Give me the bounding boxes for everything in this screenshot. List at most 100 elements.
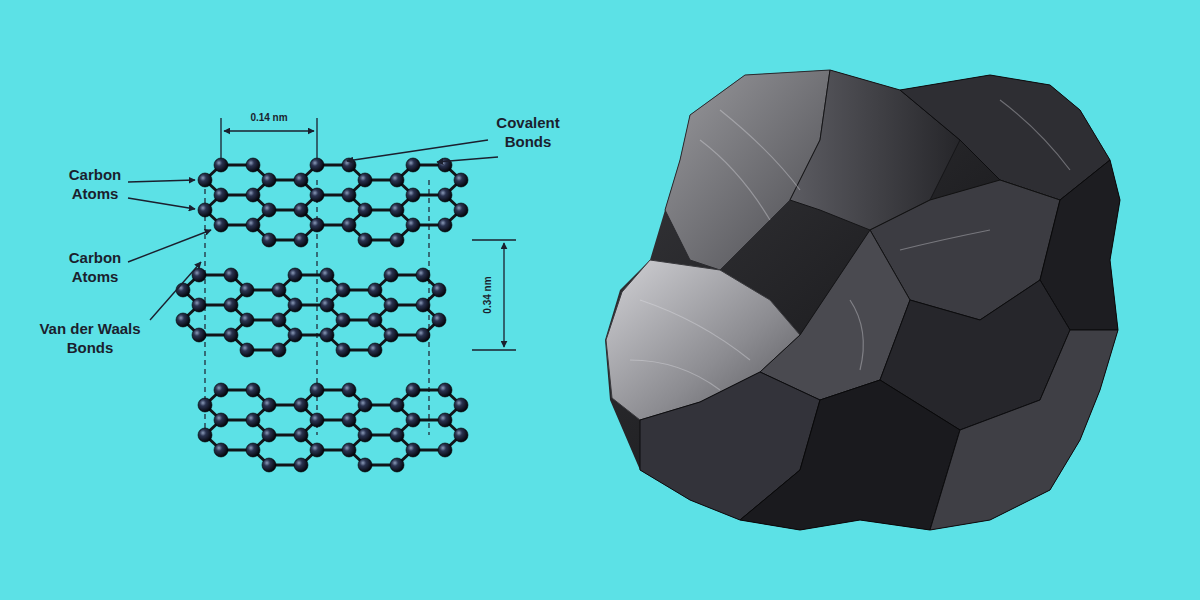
carbon-atom [246, 383, 260, 397]
carbon-atom [406, 158, 420, 172]
part-label: Covalent Bonds [478, 114, 578, 152]
carbon-atom [320, 298, 334, 312]
highlight-line [720, 110, 800, 190]
carbon-atom [390, 398, 404, 412]
carbon-atom [310, 413, 324, 427]
carbon-atom [294, 458, 308, 472]
carbon-atom [310, 158, 324, 172]
carbon-atom [294, 398, 308, 412]
carbon-atom [368, 283, 382, 297]
leader-arrow [128, 198, 195, 209]
carbon-atom [416, 268, 430, 282]
carbon-atom [438, 218, 452, 232]
carbon-atom [246, 413, 260, 427]
highlight-line [630, 360, 720, 390]
carbon-atom [336, 343, 350, 357]
carbon-atom [406, 443, 420, 457]
carbon-atom [368, 313, 382, 327]
dimension-tick [220, 118, 221, 158]
dimension-arrow [224, 130, 314, 131]
rock-facet [740, 380, 960, 530]
carbon-atom [320, 328, 334, 342]
carbon-atom [262, 173, 276, 187]
carbon-atom [294, 173, 308, 187]
part-label: Carbon Atoms [45, 249, 145, 287]
carbon-atom [438, 188, 452, 202]
carbon-atom [384, 268, 398, 282]
carbon-atom [198, 173, 212, 187]
carbon-atom [214, 218, 228, 232]
carbon-atom [262, 203, 276, 217]
carbon-atom [176, 283, 190, 297]
carbon-atom [272, 283, 286, 297]
carbon-atom [246, 188, 260, 202]
carbon-atom [390, 233, 404, 247]
leader-arrow [347, 140, 488, 161]
graphite-lattice [176, 158, 468, 472]
dimension-label: 0.14 nm [248, 112, 289, 125]
carbon-atom [438, 383, 452, 397]
leader-arrow [150, 262, 201, 320]
carbon-atom [294, 428, 308, 442]
carbon-atom [358, 458, 372, 472]
carbon-atom [342, 443, 356, 457]
carbon-atom [262, 233, 276, 247]
dimension-tick [472, 239, 516, 240]
carbon-atom [224, 268, 238, 282]
carbon-atom [288, 268, 302, 282]
carbon-atom [358, 173, 372, 187]
rock-body [605, 70, 1120, 530]
van-der-waals-lines [205, 180, 429, 435]
carbon-atom [416, 298, 430, 312]
carbon-atom [384, 328, 398, 342]
carbon-atom [240, 343, 254, 357]
carbon-atom [390, 173, 404, 187]
dimension-tick [472, 349, 516, 350]
carbon-atom [192, 328, 206, 342]
carbon-atom [246, 443, 260, 457]
carbon-atom [224, 298, 238, 312]
highlight-line [900, 230, 990, 250]
highlight-line [700, 140, 770, 220]
dimension-034 [472, 240, 516, 350]
carbon-atom [406, 188, 420, 202]
carbon-atom [310, 218, 324, 232]
leader-lines [128, 140, 498, 320]
carbon-atom [432, 313, 446, 327]
carbon-atom [288, 298, 302, 312]
carbon-atom [294, 233, 308, 247]
carbon-atom [214, 158, 228, 172]
carbon-atom [240, 313, 254, 327]
dimension-arrow [503, 243, 504, 347]
carbon-atom [390, 458, 404, 472]
leader-arrow [128, 180, 195, 182]
carbon-atom [342, 188, 356, 202]
carbon-atom [240, 283, 254, 297]
graphite-layer [198, 383, 468, 472]
carbon-atom [416, 328, 430, 342]
carbon-atom [272, 343, 286, 357]
highlight-line [1000, 100, 1070, 170]
carbon-atom [262, 428, 276, 442]
carbon-atom [454, 203, 468, 217]
carbon-atom [390, 203, 404, 217]
carbon-atom [214, 188, 228, 202]
carbon-atom [454, 398, 468, 412]
carbon-atom [438, 413, 452, 427]
carbon-atom [432, 283, 446, 297]
carbon-atom [342, 413, 356, 427]
carbon-atom [272, 313, 286, 327]
carbon-atom [358, 398, 372, 412]
rock-facet [930, 330, 1118, 530]
carbon-atom [262, 398, 276, 412]
carbon-atom [368, 343, 382, 357]
highlight-line [640, 300, 750, 360]
carbon-atom [336, 313, 350, 327]
carbon-atom [310, 443, 324, 457]
leader-arrow [128, 230, 211, 262]
carbon-atom [406, 383, 420, 397]
highlight-line [850, 300, 863, 370]
carbon-atom [198, 398, 212, 412]
carbon-atom [176, 313, 190, 327]
carbon-atom [246, 218, 260, 232]
